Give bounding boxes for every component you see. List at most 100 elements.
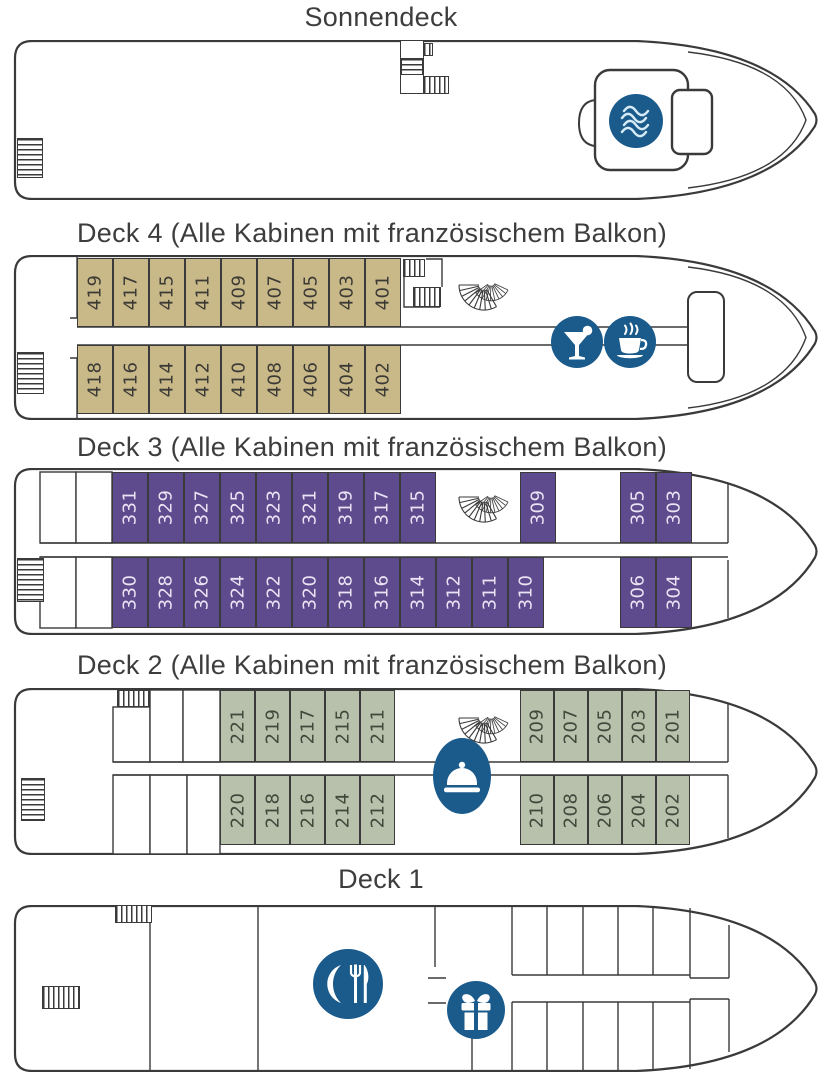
cabin-404: 404	[329, 345, 365, 414]
cabin-number: 210	[526, 792, 548, 828]
bow-inner-line	[687, 266, 807, 409]
cabin-number: 321	[299, 489, 321, 526]
cabin-number: 219	[262, 708, 284, 744]
bow-inner-line	[687, 51, 807, 189]
cabin-number: 212	[367, 792, 389, 828]
cabin-number: 220	[227, 792, 249, 828]
cabin-204: 204	[622, 775, 656, 845]
cabin-324: 324	[220, 557, 256, 628]
cabin-number: 419	[84, 274, 106, 311]
spiral-stairs-icon	[458, 283, 509, 311]
cabin-405: 405	[293, 258, 329, 327]
cabin-number: 324	[227, 574, 249, 611]
cabin-number: 408	[264, 361, 286, 398]
cabin-number: 208	[560, 792, 582, 828]
cabin-417: 417	[113, 258, 149, 327]
cabin-number: 218	[262, 792, 284, 828]
cabin-number: 410	[228, 361, 250, 398]
gift-shop-icon	[447, 981, 505, 1039]
spiral-stairs-icon	[458, 495, 509, 523]
cabin-411: 411	[185, 258, 221, 327]
cabin-205: 205	[588, 690, 622, 762]
waves-glyph	[620, 105, 650, 138]
deck-title-deck2: Deck 2 (Alle Kabinen mit französischem B…	[76, 650, 668, 680]
cabin-406: 406	[293, 345, 329, 414]
cabin-401: 401	[365, 258, 401, 327]
spiral-stairs-icon	[458, 716, 509, 744]
cabin-number: 318	[335, 574, 357, 611]
cabin-306: 306	[620, 557, 656, 628]
bow-structure	[687, 291, 725, 383]
cabin-212: 212	[360, 775, 395, 845]
cup-glyph	[619, 338, 641, 354]
interior-walls	[149, 906, 730, 1071]
martini-glass-glyph	[564, 332, 590, 360]
cabin-number: 201	[662, 708, 684, 744]
cabin-312: 312	[436, 557, 472, 628]
cabin-217: 217	[290, 690, 325, 762]
cabin-214: 214	[325, 775, 360, 845]
cabin-number: 325	[227, 489, 249, 526]
cabin-329: 329	[148, 472, 184, 543]
cabin-316: 316	[364, 557, 400, 628]
cabin-number: 414	[156, 361, 178, 398]
cabin-number: 407	[264, 274, 286, 311]
cabin-number: 306	[627, 574, 649, 611]
cabin-number: 317	[371, 489, 393, 526]
cabin-407: 407	[257, 258, 293, 327]
cabin-210: 210	[520, 775, 554, 845]
cabin-202: 202	[656, 775, 690, 845]
cabin-320: 320	[292, 557, 328, 628]
cabin-414: 414	[149, 345, 185, 414]
stairwell-box	[112, 706, 151, 763]
cabin-number: 411	[192, 274, 214, 311]
stairs-hatch-icon	[21, 778, 45, 821]
cabin-number: 204	[628, 792, 650, 828]
cabin-number: 217	[297, 708, 319, 744]
cabin-number: 326	[191, 574, 213, 611]
cabin-number: 211	[367, 708, 389, 744]
cabin-209: 209	[520, 690, 554, 762]
cabin-402: 402	[365, 345, 401, 414]
cabin-410: 410	[221, 345, 257, 414]
cabin-327: 327	[184, 472, 220, 543]
cabin-number: 206	[594, 792, 616, 828]
stairs-hatch-icon	[401, 58, 423, 75]
room-service-bell-icon	[433, 738, 491, 814]
cabin-number: 309	[527, 489, 549, 526]
cabin-number: 415	[156, 274, 178, 311]
cabin-315: 315	[400, 472, 436, 543]
cabin-number: 409	[228, 274, 250, 311]
cabin-number: 418	[84, 361, 106, 398]
cabin-number: 221	[227, 708, 249, 744]
citrus-garnish-glyph	[582, 325, 593, 336]
cabin-number: 303	[663, 489, 685, 526]
stairs-hatch-icon	[403, 259, 425, 277]
cabin-number: 402	[372, 361, 394, 398]
cabin-number: 412	[192, 361, 214, 398]
cabin-number: 416	[120, 361, 142, 398]
cabin-number: 329	[155, 489, 177, 526]
cabin-330: 330	[112, 557, 148, 628]
cabin-number: 314	[407, 574, 429, 611]
cloche-glyph	[447, 768, 477, 785]
cabin-408: 408	[257, 345, 293, 414]
cabin-number: 310	[515, 574, 537, 611]
cabin-221: 221	[220, 690, 255, 762]
cabin-number: 330	[119, 574, 141, 611]
cabin-number: 205	[594, 708, 616, 744]
cabin-215: 215	[325, 690, 360, 762]
cabin-325: 325	[220, 472, 256, 543]
cabin-418: 418	[77, 345, 113, 414]
cabin-number: 207	[560, 708, 582, 744]
cabin-number: 328	[155, 574, 177, 611]
stairs-hatch-icon	[17, 352, 44, 394]
stairs-hatch-icon	[423, 76, 449, 94]
knife-glyph	[363, 965, 369, 1003]
cabin-303: 303	[656, 472, 692, 543]
cabin-412: 412	[185, 345, 221, 414]
cabin-number: 316	[371, 574, 393, 611]
cabin-319: 319	[328, 472, 364, 543]
cabin-321: 321	[292, 472, 328, 543]
cabin-number: 327	[191, 489, 213, 526]
